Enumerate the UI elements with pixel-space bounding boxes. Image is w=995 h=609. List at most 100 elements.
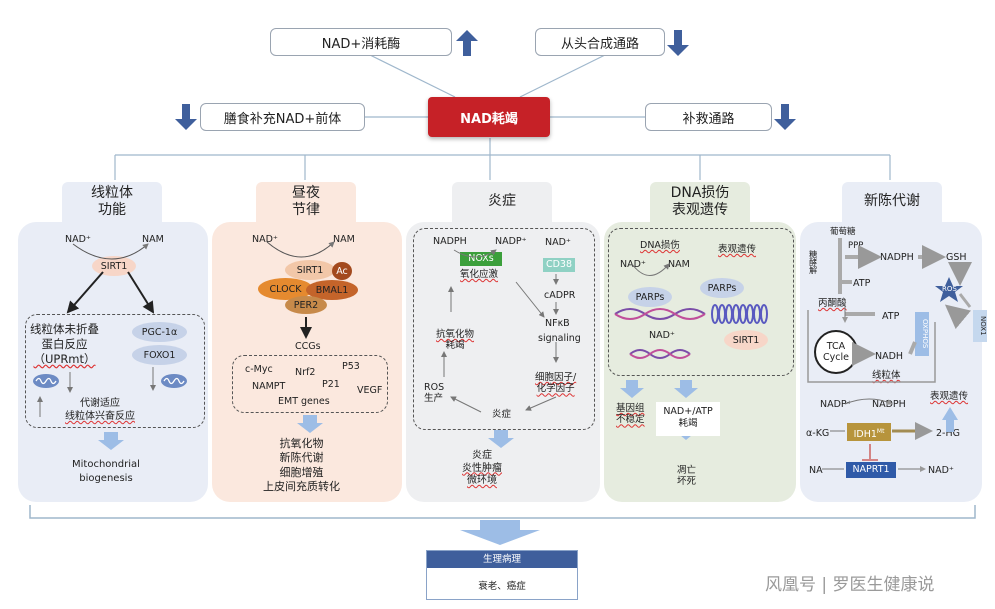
circ-gene-nampt: NAMPT <box>252 381 286 392</box>
circ-per2: PER2 <box>285 296 327 314</box>
de-novo-label: 从头合成通路 <box>560 36 639 52</box>
metab-nadh: NADH <box>875 351 904 362</box>
nad-consume-enzyme-box: NAD+消耗酶 <box>270 28 452 56</box>
circ-gene-p21: P21 <box>322 379 340 390</box>
metab-nox1: NOX1 <box>973 310 987 342</box>
dna-arrows <box>620 263 698 440</box>
mitochondria-icon <box>161 374 187 388</box>
mitochondria-icon <box>33 374 59 388</box>
inflam-signaling: signaling <box>538 333 581 344</box>
metab-oxphos: OXPHOS <box>915 312 929 356</box>
circ-ac: Ac <box>332 262 352 280</box>
dna-nam: NAM <box>668 259 690 270</box>
circ-gene-emt: EMT genes <box>278 396 330 407</box>
metab-naprt1: NAPRT1 <box>846 462 896 478</box>
inflam-oxstress: 氧化应激 <box>460 269 499 280</box>
metab-nadph: NADPH <box>880 252 914 263</box>
metab-ros: ROS <box>942 285 957 293</box>
inflam-nad: NAD⁺ <box>545 237 571 248</box>
dna-dash-box <box>608 228 794 376</box>
inflam-dash-box <box>413 228 595 430</box>
inflam-cd38: CD38 <box>543 258 575 272</box>
circ-dash-box <box>232 355 388 413</box>
metab-mito: 线粒体 <box>872 370 901 381</box>
dna-parps-2: PARPs <box>700 278 744 298</box>
mito-foxo: FOXO1 <box>132 345 187 365</box>
circ-gene-nrf2: Nrf2 <box>295 367 316 378</box>
dna-epi-label: 表观遗传 <box>718 244 757 255</box>
inflam-arrows <box>441 249 559 448</box>
inflam-noxs: NOXs <box>460 252 502 266</box>
inflam-cyto: 细胞因子/化学因子 <box>535 372 577 395</box>
circ-bmal1: BMAL1 <box>306 280 358 300</box>
metab-ppp: PPP <box>848 241 864 251</box>
circ-sirt1: SIRT1 <box>285 260 335 280</box>
circ-outputs: 抗氧化物新陈代谢 细胞增殖上皮间充质转化 <box>263 437 340 493</box>
metab-nad: NAD⁺ <box>928 465 954 476</box>
dna-genome: 基因组不稳定 <box>616 403 645 426</box>
salvage-label: 补救通路 <box>682 111 735 127</box>
nad-consume-enzyme-label: NAD+消耗酶 <box>321 36 401 52</box>
mito-header: 线粒体功能 <box>62 182 162 222</box>
inflam-nadp: NADP⁺ <box>495 236 527 247</box>
circ-gene-p53: P53 <box>342 361 360 372</box>
up-arrow-icon <box>456 30 478 56</box>
outcome-text: 衰老、癌症 <box>478 581 526 592</box>
metab-epi: 表观遗传 <box>930 391 969 402</box>
metab-gsh: GSH <box>946 252 967 263</box>
metab-header: 新陈代谢 <box>842 182 942 222</box>
inflam-cadpr: cADPR <box>544 290 576 301</box>
mito-arrows <box>37 243 156 450</box>
outcome-title: 生理病理 <box>427 551 577 568</box>
mito-nam: NAM <box>142 234 164 245</box>
dna-apoptosis: 凋亡坏死 <box>677 465 697 488</box>
dna-helix-icon <box>614 304 768 359</box>
salvage-box: 补救通路 <box>645 103 772 131</box>
down-arrow-icon <box>667 30 689 56</box>
inflam-nfkb: NFκB <box>545 318 570 329</box>
inflam-outputs: 炎症炎性肿瘤微环境 <box>462 450 502 486</box>
mito-upr: 线粒体未折叠蛋白反应（UPRmt） <box>30 322 99 366</box>
de-novo-box: 从头合成通路 <box>535 28 665 56</box>
inflam-inflam: 炎症 <box>492 409 512 420</box>
mito-sirt1: SIRT1 <box>92 256 136 276</box>
dna-nad2: NAD⁺ <box>649 330 675 341</box>
metab-nadp: NADP⁺ <box>820 399 852 410</box>
dna-parps-1: PARPs <box>628 287 672 307</box>
ros-star-icon <box>935 277 963 302</box>
circ-ccgs: CCGs <box>295 341 321 352</box>
inflam-nadph: NADPH <box>433 236 467 247</box>
nad-depletion-label: NAD耗竭 <box>460 111 518 127</box>
mito-dash-box <box>25 314 205 428</box>
mito-pgc: PGC-1α <box>132 322 187 342</box>
inflam-header: 炎症 <box>452 182 552 222</box>
mito-adapt: 代谢适应线粒体兴奋反应 <box>65 398 135 422</box>
metab-glucose: 葡萄糖 <box>830 227 856 237</box>
circ-gene-cmyc: c-Myc <box>245 364 273 375</box>
circ-nad: NAD⁺ <box>252 234 278 245</box>
mito-nad: NAD⁺ <box>65 234 91 245</box>
circ-arrows <box>266 241 335 433</box>
dna-header: DNA损伤表观遗传 <box>650 182 750 222</box>
metab-glycolysis: 糖酵解 <box>808 250 818 274</box>
dna-sirt1: SIRT1 <box>724 330 768 350</box>
down-arrow-icon <box>774 104 796 130</box>
circ-gene-vegf: VEGF <box>357 385 383 396</box>
metab-atp: ATP <box>853 278 871 289</box>
nad-depletion-box: NAD耗竭 <box>428 97 550 137</box>
metab-akg: α-KG <box>806 428 830 439</box>
metab-idh1: IDH1Mt <box>847 423 891 441</box>
circ-clock: CLOCK <box>258 278 313 300</box>
outcome-box: 生理病理 衰老、癌症 <box>426 550 578 600</box>
metab-arrows <box>807 238 972 472</box>
dna-damage-label: DNA损伤 <box>640 240 680 251</box>
metab-atp2: ATP <box>882 311 900 322</box>
inflam-antiox: 抗氧化物耗竭 <box>436 329 475 352</box>
circadian-header: 昼夜节律 <box>256 182 356 222</box>
metab-na: NA <box>809 465 823 476</box>
metab-pyruvate: 丙酮酸 <box>818 298 847 309</box>
